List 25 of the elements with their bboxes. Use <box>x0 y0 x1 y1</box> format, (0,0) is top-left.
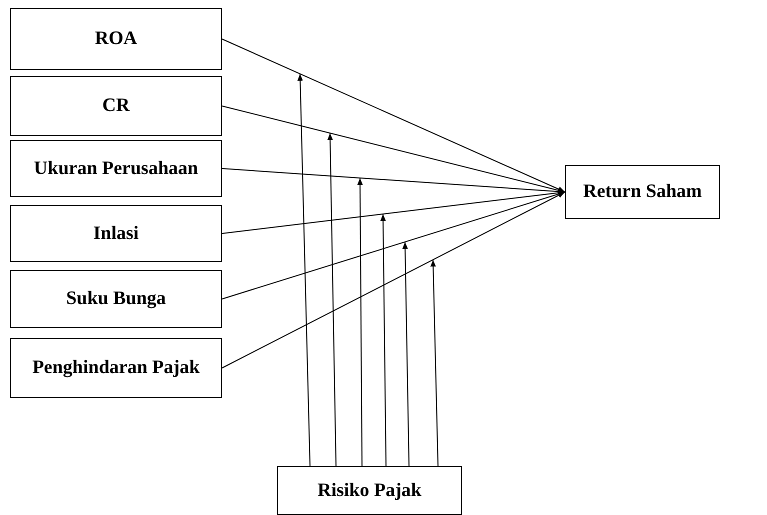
moderation-arrow <box>357 178 363 466</box>
variable-box <box>10 8 222 70</box>
variable-label: Return Saham <box>583 180 702 204</box>
variable-box <box>565 165 720 219</box>
variable-label: Suku Bunga <box>66 287 166 311</box>
variable-label: Penghindaran Pajak <box>32 356 200 380</box>
moderation-arrow <box>327 132 336 466</box>
moderation-arrow <box>380 214 386 466</box>
variable-box <box>10 76 222 136</box>
variable-box <box>10 140 222 197</box>
moderation-arrow <box>297 73 310 466</box>
variable-box <box>277 466 462 515</box>
arrow <box>222 38 566 192</box>
variable-box <box>10 338 222 398</box>
variable-box <box>10 205 222 262</box>
variable-label: Ukuran Perusahaan <box>34 156 198 180</box>
variable-label: CR <box>102 94 130 118</box>
variable-box <box>10 270 222 328</box>
arrow <box>222 106 566 194</box>
moderation-arrow <box>402 241 410 466</box>
variable-label: Risiko Pajak <box>318 478 422 502</box>
moderation-arrow <box>430 259 438 466</box>
variable-label: Inlasi <box>93 222 139 246</box>
arrow <box>222 192 566 368</box>
variable-label: ROA <box>94 27 138 51</box>
